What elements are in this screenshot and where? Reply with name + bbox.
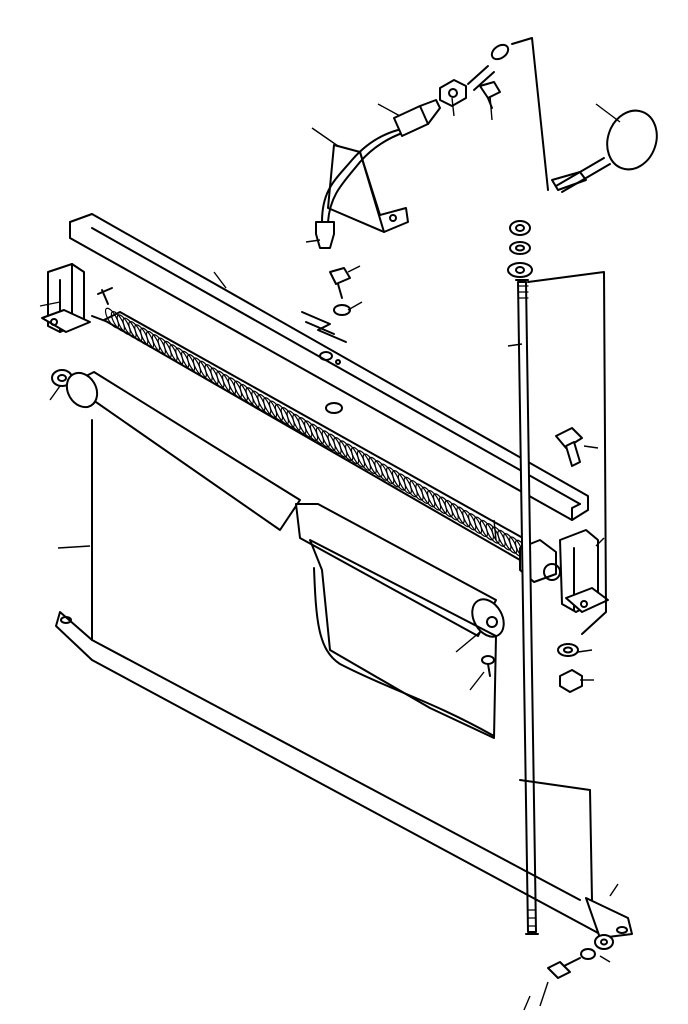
right-mount-bracket [559, 529, 609, 613]
spring-roller [91, 307, 561, 583]
lock-washer [509, 241, 531, 255]
ring-terminal [467, 65, 495, 91]
shade-panel [55, 419, 633, 939]
hex-nut-top [439, 79, 467, 107]
right-bracket-line [527, 271, 607, 635]
center-fasteners [301, 267, 351, 414]
bolt-center [329, 267, 351, 285]
nut-center [333, 304, 351, 316]
bottom-fasteners [547, 934, 614, 979]
left-bracket-screw [97, 287, 113, 305]
left-mount-bracket [41, 263, 91, 333]
reflector-disc [606, 109, 658, 171]
bottom-flat-washer [594, 934, 614, 950]
roller-screw [481, 655, 495, 677]
bolt-right [555, 427, 583, 467]
spring-clip [301, 311, 347, 343]
shade-roller-tube [65, 371, 505, 638]
rod-top-fasteners [507, 220, 533, 278]
cable [321, 129, 399, 223]
nut-on-rail [325, 402, 343, 414]
threaded-rod [515, 279, 539, 935]
nut-right-upper [557, 643, 579, 657]
flat-washer [507, 262, 533, 278]
hanging-card [309, 539, 497, 739]
channel-rail [69, 213, 589, 521]
cable-terminal [315, 221, 335, 249]
bottom-lock-washer [580, 948, 596, 960]
nut-right-lower [559, 669, 583, 693]
bottom-bolt [547, 961, 571, 979]
callout-leaders [39, 95, 621, 1011]
screw-top [479, 81, 501, 99]
cable-connector [393, 105, 429, 137]
hex-nut [509, 220, 531, 236]
top-bracket-assembly [315, 37, 658, 249]
